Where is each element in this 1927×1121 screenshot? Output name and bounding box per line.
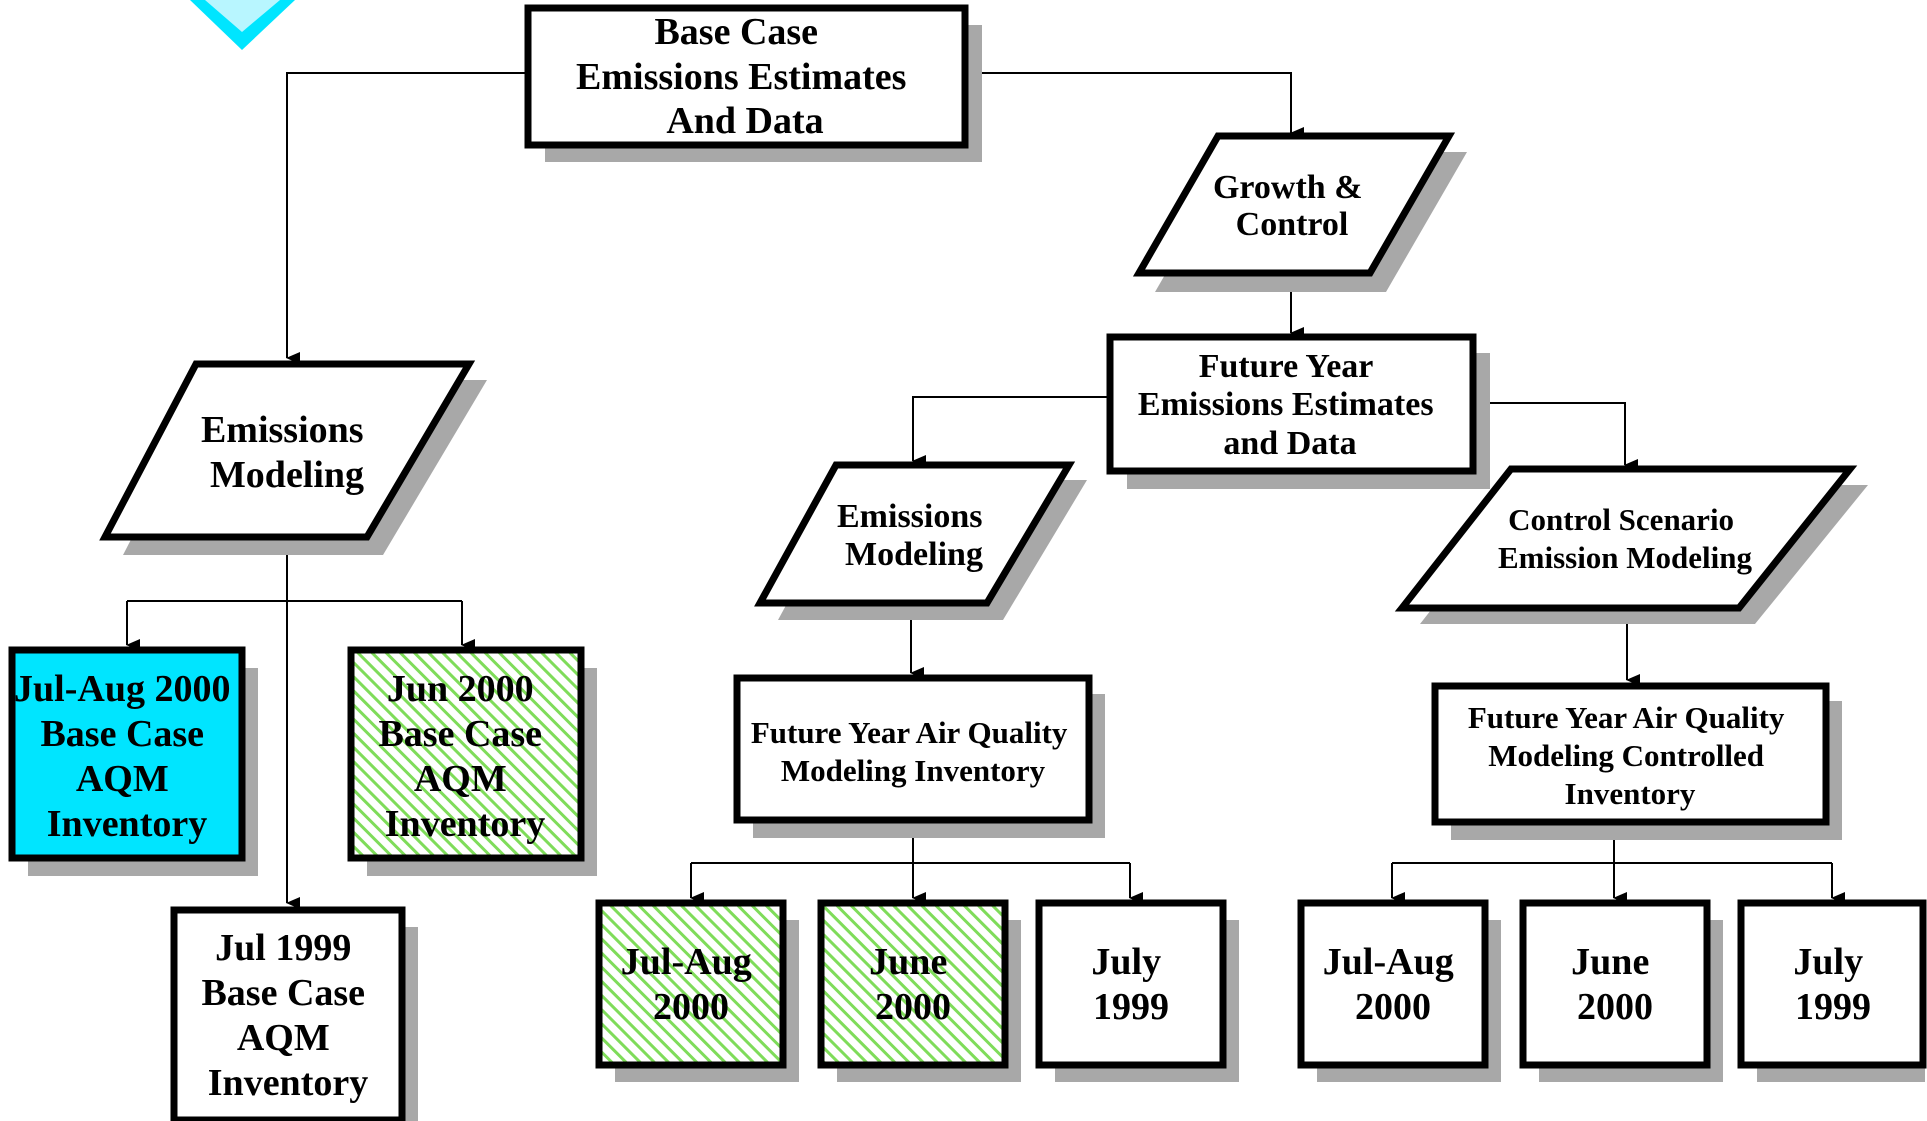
julaug-base-line-3: AQM	[76, 758, 169, 800]
node-control-scenario: Control Scenario Emission Modeling	[1394, 465, 1868, 624]
future-year-line-1: Future Year	[1199, 348, 1374, 385]
svg-text:Jul-Aug 2000: Jul-Aug 2000	[1323, 941, 1463, 1028]
svg-text:Growth & Control: Growth & Control	[1213, 169, 1371, 243]
node-fy-aq-controlled: Future Year Air Quality Modeling Control…	[1431, 682, 1842, 840]
jul1999-base-line-1: Jul 1999	[215, 927, 351, 969]
jul1999-base-line-4: Inventory	[208, 1062, 368, 1104]
node-julaug-base-case: Jul-Aug 2000 Base Case AQM Inventory	[8, 646, 258, 876]
right-julaug-line-2: 2000	[1355, 986, 1431, 1028]
fy-aq-controlled-line-2: Modeling Controlled	[1488, 738, 1764, 773]
mid-julaug-line-2: 2000	[653, 986, 729, 1028]
emis-modeling-left-line-2: Modeling	[210, 454, 364, 496]
mid-july-line-1: July	[1091, 941, 1161, 983]
node-emissions-modeling-mid: Emissions Modeling	[754, 461, 1087, 620]
right-june-line-2: 2000	[1577, 986, 1653, 1028]
svg-text:Emissions Modeling: Emissions Modeling	[201, 409, 373, 496]
jul1999-base-line-3: AQM	[237, 1017, 330, 1059]
fy-aq-controlled-line-3: Inventory	[1565, 776, 1696, 811]
base-case-line-3: And Data	[666, 100, 823, 142]
node-base-case: Base Case Emissions Estimates And Data	[524, 4, 982, 162]
svg-text:June 2000: June 2000	[1571, 941, 1659, 1028]
right-june-line-1: June	[1571, 941, 1649, 983]
node-right-julaug: Jul-Aug 2000	[1297, 899, 1501, 1082]
jun-base-line-4: Inventory	[385, 803, 545, 845]
base-case-line-2: Emissions Estimates	[576, 56, 906, 98]
jun-base-line-2: Base Case	[378, 713, 542, 755]
base-case-line-1: Base Case	[654, 11, 818, 53]
node-fy-aq-inventory: Future Year Air Quality Modeling Invento…	[733, 674, 1105, 838]
svg-text:Future Year Air Quality: Future Year Air Quality Modeling Invento…	[751, 715, 1075, 788]
control-scenario-line-1: Control Scenario	[1508, 502, 1734, 537]
mid-julaug-line-1: Jul-Aug	[621, 941, 752, 983]
emis-modeling-mid-line-1: Emissions	[837, 498, 983, 535]
node-right-july: July 1999	[1737, 899, 1927, 1082]
jul1999-base-line-2: Base Case	[201, 972, 365, 1014]
mid-june-line-1: June	[869, 941, 947, 983]
svg-text:Jun 2000 Base Case: Jun 2000 Base Case AQM Inventory	[378, 668, 551, 845]
future-year-line-2: Emissions Estimates	[1138, 386, 1434, 423]
julaug-base-line-2: Base Case	[40, 713, 204, 755]
jun-base-line-3: AQM	[414, 758, 507, 800]
node-mid-june: June 2000	[817, 899, 1021, 1082]
emis-modeling-left-line-1: Emissions	[201, 409, 364, 451]
svg-text:Jul 1999 Base Case: Jul 1999 Base Case AQM Inventory	[201, 927, 374, 1104]
svg-text:Future Year Air Quality: Future Year Air Quality Modeling Control…	[1468, 700, 1792, 811]
connector-future-to-control	[1473, 402, 1638, 471]
right-july-line-2: 1999	[1795, 986, 1871, 1028]
julaug-base-line-4: Inventory	[47, 803, 207, 845]
node-mid-julaug: Jul-Aug 2000	[595, 899, 799, 1082]
mid-july-line-2: 1999	[1093, 986, 1169, 1028]
future-year-line-3: and Data	[1223, 425, 1356, 462]
julaug-base-line-1: Jul-Aug 2000	[14, 668, 230, 710]
svg-text:Base Case Emissions Esti: Base Case Emissions Estimates And Data	[576, 11, 916, 142]
growth-control-line-2: Control	[1236, 206, 1349, 243]
connector-future-to-mid-modeling	[912, 396, 1110, 467]
control-scenario-line-2: Emission Modeling	[1498, 540, 1753, 575]
svg-text:Jul-Aug 2000 Base Case: Jul-Aug 2000 Base Case AQM Inventory	[14, 668, 240, 845]
fy-aq-controlled-line-1: Future Year Air Quality	[1468, 700, 1785, 735]
node-growth-control: Growth & Control	[1132, 132, 1467, 292]
svg-text:July 1999: July 1999	[1091, 941, 1170, 1028]
svg-text:Emissions Modeling: Emissions Modeling	[837, 498, 991, 573]
node-future-year: Future Year Emissions Estimates and Data	[1106, 333, 1490, 489]
svg-text:Control Scenario Emissio: Control Scenario Emission Modeling	[1498, 502, 1753, 575]
right-julaug-line-1: Jul-Aug	[1323, 941, 1454, 983]
node-jun-base-case: Jun 2000 Base Case AQM Inventory	[347, 646, 597, 876]
jun-base-line-1: Jun 2000	[387, 668, 534, 710]
fy-aq-inventory-line-1: Future Year Air Quality	[751, 715, 1068, 750]
fy-aq-inventory-line-2: Modeling Inventory	[781, 753, 1046, 788]
node-right-june: June 2000	[1519, 899, 1723, 1082]
corner-logo-icon	[190, 0, 295, 50]
node-emissions-modeling-left: Emissions Modeling	[99, 360, 487, 555]
node-jul1999-base-case: Jul 1999 Base Case AQM Inventory	[170, 906, 418, 1121]
svg-text:June 2000: June 2000	[869, 941, 957, 1028]
emis-modeling-mid-line-2: Modeling	[845, 536, 983, 573]
connector-base-to-left-modeling	[286, 72, 528, 364]
node-mid-july: July 1999	[1035, 899, 1239, 1082]
growth-control-line-1: Growth &	[1213, 169, 1363, 206]
connector-base-to-growth	[965, 72, 1304, 139]
right-july-line-1: July	[1793, 941, 1863, 983]
mid-june-line-2: 2000	[875, 986, 951, 1028]
svg-text:Future Year Emissions Es: Future Year Emissions Estimates and Data	[1138, 348, 1442, 462]
svg-text:Jul-Aug 2000: Jul-Aug 2000	[621, 941, 761, 1028]
svg-text:July 1999: July 1999	[1793, 941, 1872, 1028]
